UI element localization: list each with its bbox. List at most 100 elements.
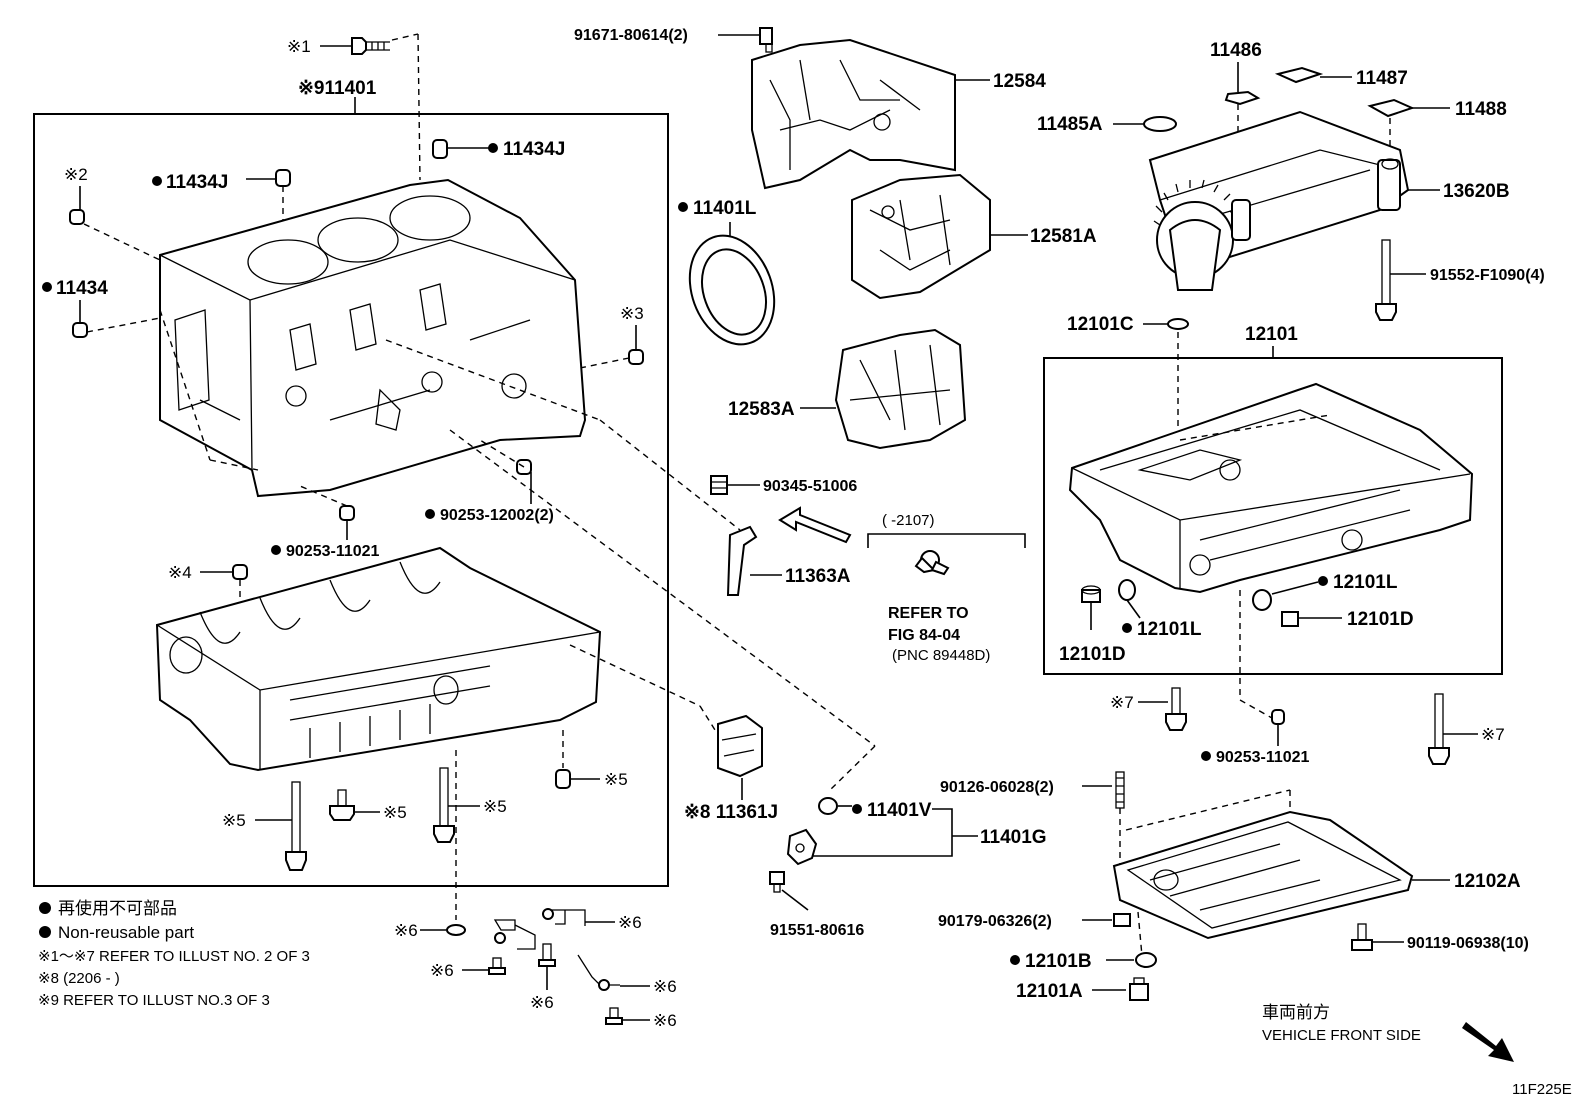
label-12101L-a[interactable]: 12101L (1333, 572, 1398, 593)
label-11434[interactable]: 11434 (56, 278, 108, 299)
bolt-icon (433, 767, 455, 843)
direction-arrow-icon (778, 506, 852, 544)
label-refer-to[interactable]: REFER TO (888, 605, 969, 622)
cylinder-block-frame (33, 113, 669, 887)
non-reusable-dot-icon (152, 176, 162, 186)
oil-pan-lower-12102A (1112, 810, 1414, 940)
label-12584[interactable]: 12584 (993, 71, 1046, 92)
non-reusable-dot-icon (488, 143, 498, 153)
oil-jet-icon (493, 919, 536, 950)
bolt-icon (285, 781, 307, 871)
gasket-icon (1367, 98, 1415, 118)
label-90179-06326[interactable]: 90179-06326(2) (938, 913, 1052, 930)
non-reusable-dot-icon (1201, 751, 1211, 761)
non-reusable-dot-icon (1010, 955, 1020, 965)
non-reusable-dot-icon (425, 509, 435, 519)
oil-pan-upper (1068, 382, 1474, 594)
label-91551-80616[interactable]: 91551-80616 (770, 922, 864, 939)
label-note4[interactable]: ※4 (168, 563, 192, 582)
label-refer-pnc[interactable]: (PNC 89448D) (892, 647, 990, 664)
o-ring-icon (1167, 318, 1189, 330)
bolt-icon (1165, 687, 1187, 731)
label-note6-b[interactable]: ※6 (618, 913, 642, 932)
label-note3[interactable]: ※3 (620, 304, 644, 323)
label-12101L-b[interactable]: 12101L (1137, 619, 1202, 640)
gasket-icon (1118, 579, 1136, 601)
label-note2[interactable]: ※2 (64, 165, 88, 184)
oil-pan-frame (1043, 357, 1503, 675)
label-note6-f[interactable]: ※6 (653, 1011, 677, 1030)
label-note5-b[interactable]: ※5 (222, 811, 246, 830)
label-note1[interactable]: ※1 (287, 37, 311, 56)
legend-note-1-7: ※1～※7 REFER TO ILLUST NO. 2 OF 3 (38, 948, 310, 965)
bolt-icon (320, 37, 390, 55)
dowel-pin-icon (1271, 709, 1285, 725)
label-90345-51006[interactable]: 90345-51006 (763, 478, 857, 495)
label-12101[interactable]: 12101 (1245, 324, 1298, 345)
label-11488[interactable]: 11488 (1455, 99, 1507, 120)
label-91552-F1090[interactable]: 91552-F1090(4) (1430, 267, 1545, 284)
label-note7-b[interactable]: ※7 (1481, 725, 1505, 744)
label-12101A[interactable]: 12101A (1016, 981, 1083, 1002)
front-direction-arrow-icon (1462, 1022, 1514, 1062)
bolt-icon (488, 957, 506, 975)
label-11361J[interactable]: ※8 11361J (684, 802, 778, 823)
bolt-icon (1351, 923, 1373, 951)
label-90253-12002[interactable]: 90253-12002(2) (440, 507, 554, 524)
label-11363A[interactable]: 11363A (785, 566, 851, 587)
balance-shaft-assembly (1148, 110, 1410, 291)
bolt-icon (1375, 239, 1397, 321)
label-11401V[interactable]: 11401V (867, 800, 932, 821)
label-note5-d[interactable]: ※5 (483, 797, 507, 816)
dowel-pin-icon (69, 139, 644, 521)
label-12583A[interactable]: 12583A (728, 399, 795, 420)
label-note7-a[interactable]: ※7 (1110, 693, 1134, 712)
label-refer-fig[interactable]: FIG 84-04 (888, 627, 960, 644)
label-90253-11021-a[interactable]: 90253-11021 (286, 543, 380, 560)
non-reusable-dot-icon (271, 545, 281, 555)
non-reusable-dot-icon (1122, 623, 1132, 633)
label-11487[interactable]: 11487 (1356, 68, 1408, 89)
label-note6-d[interactable]: ※6 (530, 993, 554, 1012)
gasket-icon (1252, 589, 1272, 611)
label-11434J-a[interactable]: 11434J (503, 139, 565, 160)
label-note5-c[interactable]: ※5 (383, 803, 407, 822)
label-11486[interactable]: 11486 (1210, 40, 1262, 61)
dowel-pin-icon (232, 564, 248, 580)
label-12102A[interactable]: 12102A (1454, 871, 1521, 892)
bracket-icon (726, 525, 758, 596)
label-13620B[interactable]: 13620B (1443, 181, 1510, 202)
label-11485A[interactable]: 11485A (1037, 114, 1103, 135)
label-91671-80614[interactable]: 91671-80614(2) (574, 27, 688, 44)
label-12581A[interactable]: 12581A (1030, 226, 1097, 247)
sensor-icon (786, 828, 818, 866)
stud-bolt-icon (1115, 771, 1125, 809)
label-11401G[interactable]: 11401G (980, 827, 1047, 848)
oil-seal-icon (688, 234, 776, 346)
label-11401[interactable]: ※911401 (298, 78, 377, 99)
label-90119-06938[interactable]: 90119-06938(10) (1407, 935, 1529, 952)
label-note5-a[interactable]: ※5 (604, 770, 628, 789)
label-note6-e[interactable]: ※6 (653, 977, 677, 996)
label-note6-a[interactable]: ※6 (394, 921, 418, 940)
label-11434J-b[interactable]: 11434J (166, 172, 228, 193)
label-refer-range[interactable]: ( -2107) (882, 512, 935, 529)
drain-plug-icon (1129, 977, 1149, 1001)
label-12101B[interactable]: 12101B (1025, 951, 1092, 972)
oil-jet-icon (542, 908, 586, 926)
label-90126-06028[interactable]: 90126-06028(2) (940, 779, 1054, 796)
gasket-icon (1224, 90, 1261, 106)
bolt-icon (1428, 693, 1450, 765)
bolt-icon (538, 943, 556, 967)
gasket-icon (1135, 952, 1157, 968)
direction-en: VEHICLE FRONT SIDE (1262, 1027, 1421, 1044)
label-12101D-b[interactable]: 12101D (1347, 609, 1414, 630)
label-12101D-a[interactable]: 12101D (1059, 644, 1126, 665)
legend-note-9: ※9 REFER TO ILLUST NO.3 OF 3 (38, 992, 270, 1009)
bolt-icon (769, 871, 785, 893)
non-reusable-dot-icon (678, 202, 688, 212)
label-note6-c[interactable]: ※6 (430, 961, 454, 980)
label-11401L[interactable]: 11401L (693, 198, 757, 219)
label-90253-11021-b[interactable]: 90253-11021 (1216, 749, 1310, 766)
label-12101C[interactable]: 12101C (1067, 314, 1134, 335)
